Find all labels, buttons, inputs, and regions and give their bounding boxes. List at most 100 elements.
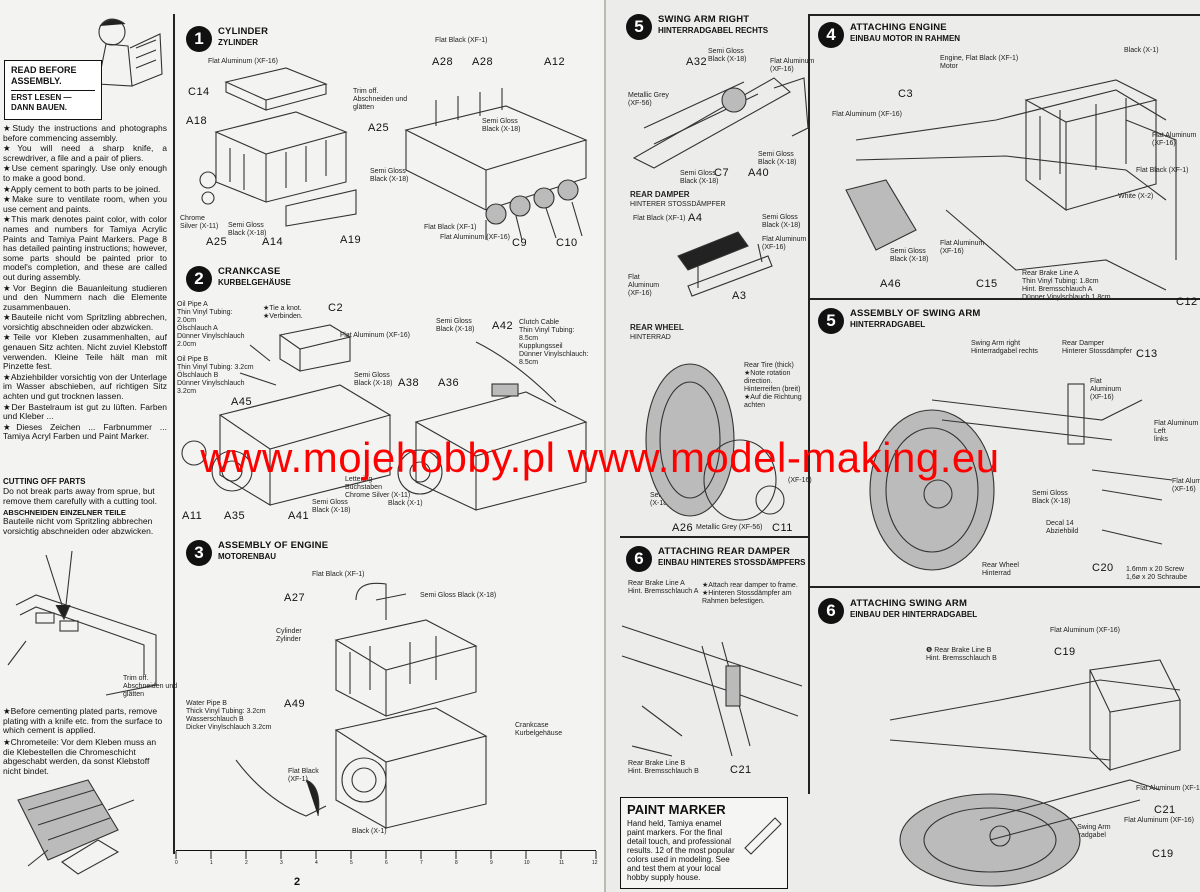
part-number: A19 <box>340 234 362 246</box>
reading-man-illustration <box>97 18 163 87</box>
rear-tire-label: Rear Tire (thick) ★Note rotation directi… <box>744 362 802 409</box>
part-number: A46 <box>880 278 902 290</box>
step-title: SWING ARM RIGHT <box>658 14 750 25</box>
step-4-header: 4 ATTACHING ENGINE EINBAU MOTOR IN RAHME… <box>818 22 960 48</box>
left-page: READ BEFORE ASSEMBLY. ERST LESEN — DANN … <box>3 0 606 892</box>
screw-label: 1.6mm x 20 Screw 1,6ø x 20 Schraube <box>1126 566 1188 581</box>
rear-damper-illustration <box>677 231 773 297</box>
step-2-header: 2 CRANKCASE KURBELGEHÄUSE <box>186 266 291 292</box>
step-5-assembly-swing-arm-header: 5 ASSEMBLY OF SWING ARM HINTERRADGABEL <box>818 308 981 334</box>
part-number: A28 <box>432 56 454 68</box>
engine-assembly-illustration <box>235 582 488 829</box>
plated-parts-german: ★Chrometeile: Vor dem Kleben muss an die… <box>3 737 157 776</box>
step-subtitle: EINBAU HINTERES STOSSDÄMPFERS <box>658 558 806 567</box>
part-number: C7 <box>714 167 730 179</box>
paint-label: Semi Gloss Black (X-18) <box>228 222 267 237</box>
paint-label: Semi Gloss Black (X-18) <box>758 151 797 166</box>
paint-label: Flat Aluminum (XF-16) <box>940 240 985 255</box>
step-subtitle: ZYLINDER <box>218 38 258 47</box>
intro-paragraph: ★Abziehbilder vorsichtig von der Unterla… <box>3 371 167 402</box>
paint-label: Semi Gloss Black (X-18) <box>370 168 409 183</box>
paint-label: Black (X-1) <box>1124 47 1159 54</box>
paint-label: Flat Aluminum (XF-16) <box>1124 817 1195 824</box>
step-1-header: 1 CYLINDER ZYLINDER <box>186 26 268 52</box>
paint-label: Flat Aluminum (XF-16) <box>208 58 279 65</box>
ruler-tick: 10 <box>524 860 530 866</box>
part-number: C10 <box>556 237 578 249</box>
oil-pipe-a-label: Oil Pipe A Thin Vinyl Tubing: 2.0cm Ölsc… <box>177 301 245 348</box>
paint-label: Flat Aluminum (XF-16) <box>1050 627 1121 634</box>
step-title: ATTACHING REAR DAMPER <box>658 546 791 557</box>
part-number: A27 <box>284 592 306 604</box>
trim-off-label: Trim off. Abschneiden und glätten <box>123 675 178 698</box>
part-number: A36 <box>438 377 460 389</box>
paint-label: Flat Aluminum (XF-16) <box>628 274 660 297</box>
paint-label: Flat Black (XF-1) <box>435 37 488 44</box>
step-subtitle: KURBELGEHÄUSE <box>218 278 291 287</box>
step-number: 2 <box>186 266 212 292</box>
ruler-tick: 7 <box>420 860 423 866</box>
part-number: A26 <box>672 522 694 534</box>
step-number: 4 <box>818 22 844 48</box>
crankcase-label: Crankcase Kurbelgehäuse <box>515 722 563 737</box>
ruler-tick: 2 <box>245 860 248 866</box>
part-number: A3 <box>732 290 747 302</box>
paint-label: Flat Aluminum (XF-16) <box>1172 478 1200 493</box>
cutting-german-text: Bauteile nicht vom Spritzling abbrechen … <box>3 516 154 536</box>
step-title: CYLINDER <box>218 26 269 37</box>
paint-label: Flat Aluminum (XF-16) <box>770 58 815 73</box>
paint-label: Chrome Silver (X-11) <box>180 215 219 230</box>
intro-paragraph: ★Study the instructions and photographs … <box>3 123 167 143</box>
ruler-tick: 4 <box>315 860 318 866</box>
rear-damper-title: REAR DAMPER <box>630 190 690 199</box>
rear-wheel-illustration <box>645 363 785 521</box>
ruler-tick: 9 <box>490 860 493 866</box>
cutting-off-parts-title: CUTTING OFF PARTS <box>3 477 86 486</box>
intro-paragraph: ★Vor Beginn die Bauanleitung studieren u… <box>3 282 167 312</box>
ruler-tick: 8 <box>455 860 458 866</box>
ruler-tick: 0 <box>175 860 178 866</box>
ruler-tick: 5 <box>350 860 353 866</box>
step-6-attach-rear-damper-header: 6 ATTACHING REAR DAMPER EINBAU HINTERES … <box>626 546 805 572</box>
page-number: 2 <box>294 876 301 888</box>
step-title: ATTACHING ENGINE <box>850 22 947 33</box>
part-number: C14 <box>188 86 210 98</box>
part-number: C2 <box>328 302 344 314</box>
step-number: 5 <box>818 308 844 334</box>
brake-line-a-label: Rear Brake Line A Hint. Bremsschlauch A <box>628 580 699 595</box>
step-number: 3 <box>186 540 212 566</box>
ruler-tick: 1 <box>210 860 213 866</box>
rear-wheel-label: Rear Wheel Hinterrad <box>982 562 1019 577</box>
section-divider <box>810 14 1200 16</box>
attach-damper-note: ★Attach rear damper to frame. ★Hinteren … <box>702 582 798 605</box>
lettering-label: Lettering Buchstaben Chrome Silver (X-11… <box>345 476 411 499</box>
crankcase-illustration <box>181 324 392 506</box>
paint-label: Flat Black (XF-1) <box>633 215 686 222</box>
paint-label: Semi Gloss Black (X-18) <box>420 592 497 599</box>
cylinder-head-illustration <box>404 88 588 241</box>
step-3-header: 3 ASSEMBLY OF ENGINE MOTORENBAU <box>186 540 328 566</box>
scale-ruler: 0 1 2 3 4 5 6 7 8 9 10 11 12 <box>175 850 598 866</box>
step-title: ASSEMBLY OF ENGINE <box>218 540 329 551</box>
oil-pipe-b-label: Oil Pipe B Thin Vinyl Tubing: 3.2cm Ölsc… <box>177 356 254 395</box>
ruler-tick: 11 <box>559 860 565 866</box>
paint-label: Black (X-1) <box>352 828 387 835</box>
part-number: C19 <box>1054 646 1076 658</box>
part-number: A28 <box>472 56 494 68</box>
intro-paragraph: ★Teile vor Kleben zusammenhalten, auf ge… <box>3 332 167 372</box>
part-number: C11 <box>772 522 793 534</box>
part-number: C13 <box>1136 348 1158 360</box>
part-number: A25 <box>206 236 228 248</box>
step-subtitle: EINBAU DER HINTERRADGABEL <box>850 610 978 619</box>
paint-label: Black (X-1) <box>388 500 423 507</box>
intro-paragraph: ★Use cement sparingly. Use only enough t… <box>3 163 167 183</box>
column-divider <box>808 14 810 794</box>
paint-label: Metallic Grey (XF-56) <box>696 524 763 531</box>
section-divider <box>620 536 808 538</box>
paint-label: Semi Gloss Black (X-18) <box>762 214 801 229</box>
intro-paragraph: ★Apply cement to both parts to be joined… <box>3 183 161 194</box>
paint-label: Flat Aluminum (XF-16) <box>1090 378 1122 401</box>
read-box-german: ERST LESEN — DANN BAUEN. <box>11 90 95 113</box>
paint-label: Metallic Grey (XF-56) <box>628 92 669 107</box>
decal-label: Decal 14 Abziehbild <box>1046 520 1079 535</box>
